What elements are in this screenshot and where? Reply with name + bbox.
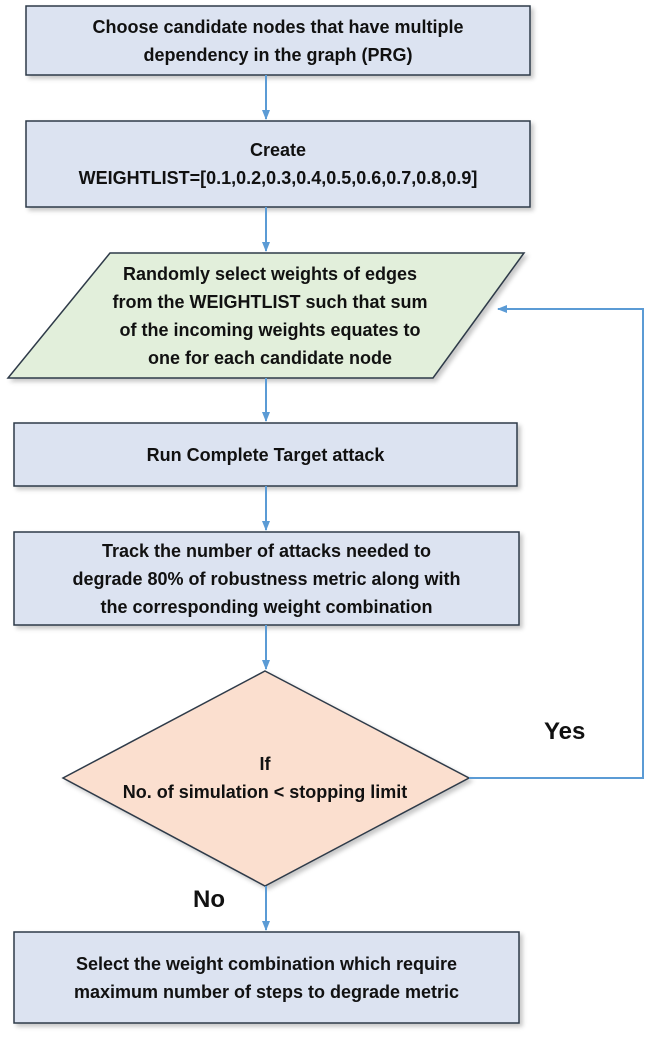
- select-weights-line-2: from the WEIGHTLIST such that sum: [112, 291, 428, 312]
- select-combination-text: Select the weight combination which requ…: [14, 932, 519, 1023]
- track-attacks-line-1: Track the number of attacks needed to: [101, 540, 432, 561]
- choose-candidates-line-1: Choose candidate nodes that have multipl…: [92, 16, 464, 37]
- choose-candidates-line-2: dependency in the graph (PRG): [143, 44, 413, 65]
- track-attacks-text: Track the number of attacks needed to de…: [14, 532, 519, 625]
- select-weights-parallelogram: [6, 252, 526, 379]
- choose-candidates-text: Choose candidate nodes that have multipl…: [26, 6, 530, 75]
- select-weights-text: Randomly select weights of edges from th…: [60, 253, 480, 378]
- create-weightlist-box: [25, 120, 531, 208]
- select-weights-line-3: of the incoming weights equates to: [119, 319, 421, 340]
- arrow-yes-loop-back: [469, 305, 644, 779]
- track-attacks-box: [13, 531, 520, 626]
- track-attacks-line-2: degrade 80% of robustness metric along w…: [72, 568, 461, 589]
- run-attack-box: [13, 422, 518, 487]
- decision-text: If No. of simulation < stopping limit: [90, 735, 440, 821]
- choose-candidates-box: [25, 5, 531, 76]
- run-attack-text: Run Complete Target attack: [14, 423, 517, 486]
- decision-line-1: If: [259, 754, 271, 774]
- create-weightlist-line-2: WEIGHTLIST=[0.1,0.2,0.3,0.4,0.5,0.6,0.7,…: [78, 168, 478, 188]
- select-combination-box: [13, 931, 520, 1024]
- select-weights-line-4: one for each candidate node: [147, 347, 393, 368]
- select-combination-line-1: Select the weight combination which requ…: [75, 953, 458, 974]
- decision-line-2: No. of simulation < stopping limit: [122, 782, 408, 802]
- yes-label: Yes: [544, 718, 586, 745]
- create-weightlist-line-1: Create: [249, 140, 307, 160]
- run-attack-line-1: Run Complete Target attack: [146, 444, 385, 465]
- create-weightlist-text: Create WEIGHTLIST=[0.1,0.2,0.3,0.4,0.5,0…: [26, 121, 530, 207]
- track-attacks-line-3: the corresponding weight combination: [100, 596, 433, 617]
- select-weights-line-1: Randomly select weights of edges: [122, 263, 418, 284]
- select-combination-line-2: maximum number of steps to degrade metri…: [73, 981, 460, 1002]
- no-label: No: [193, 886, 225, 913]
